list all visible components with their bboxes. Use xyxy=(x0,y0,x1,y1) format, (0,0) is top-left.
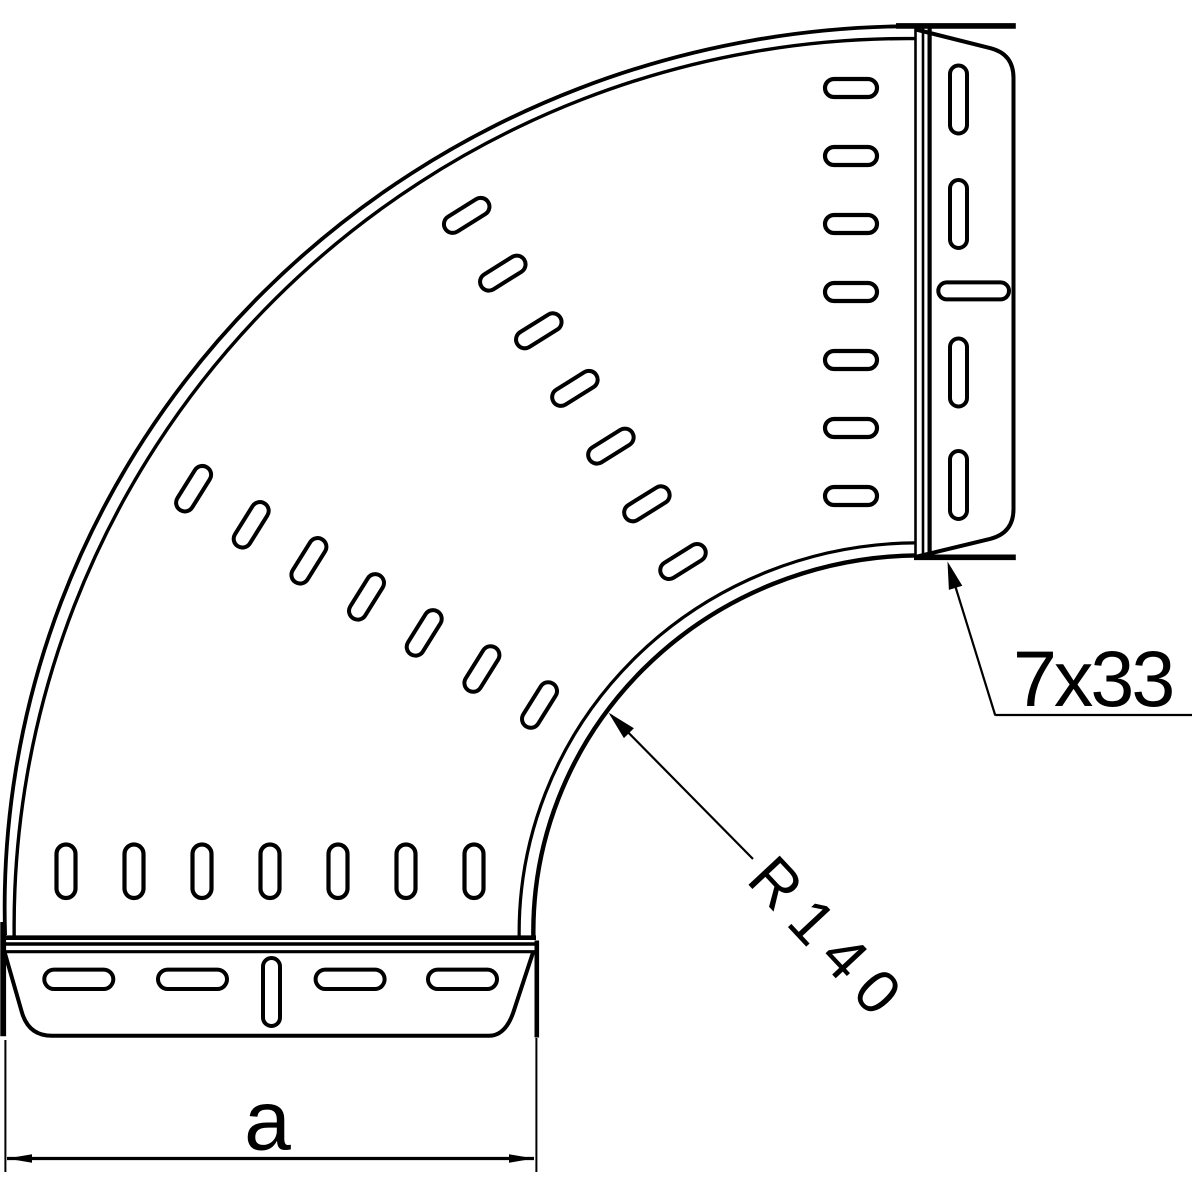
svg-text:R140: R140 xyxy=(735,843,923,1038)
svg-text:a: a xyxy=(244,1074,291,1168)
svg-text:7x33: 7x33 xyxy=(1013,634,1172,723)
